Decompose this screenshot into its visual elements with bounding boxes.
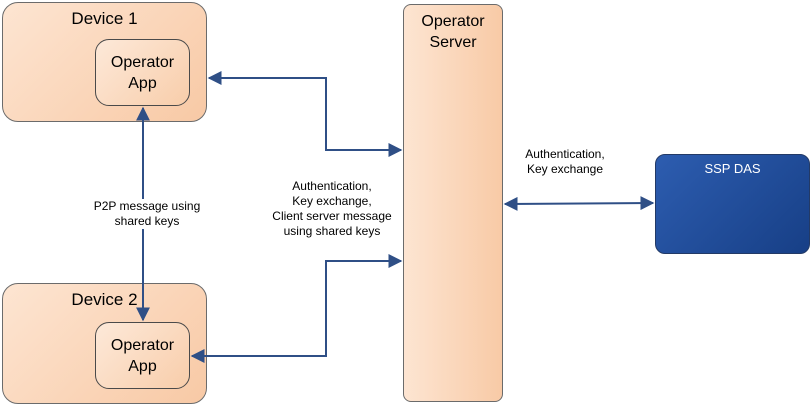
ssp-das-box: SSP DAS <box>655 154 810 254</box>
p2p-label-line-2: shared keys <box>114 214 180 228</box>
device-1-server-connector <box>207 71 403 157</box>
server-das-connector <box>503 196 655 211</box>
server-das-label-line-2: Key exchange <box>526 162 604 176</box>
client-server-label-line-3: Client server message <box>272 209 392 223</box>
server-label-line-2: Server <box>429 34 477 51</box>
client-server-label-line-4: using shared keys <box>283 224 381 238</box>
device-1-app-label-line-2: App <box>128 74 157 92</box>
server-das-edge-label: Authentication, Key exchange <box>510 147 620 177</box>
device-2-title: Device 2 <box>71 290 138 309</box>
device-1-app-label-line-1: Operator <box>110 53 175 71</box>
operator-server-box: Operator Server <box>403 4 503 402</box>
device-1-operator-app: Operator App <box>95 39 190 106</box>
device-1-title: Device 1 <box>71 9 138 28</box>
client-server-label-line-2: Key exchange, <box>292 194 372 208</box>
ssp-das-label: SSP DAS <box>704 161 761 176</box>
server-label-line-1: Operator <box>421 13 485 30</box>
device-2-app-label-line-2: App <box>128 357 157 375</box>
device-2-operator-app: Operator App <box>95 322 190 389</box>
p2p-label-line-1: P2P message using <box>93 199 201 213</box>
client-server-label-line-1: Authentication, <box>292 179 372 193</box>
server-das-label-line-1: Authentication, <box>525 147 605 161</box>
client-server-edge-label: Authentication, Key exchange, Client ser… <box>262 179 402 239</box>
device-2-app-label-line-1: Operator <box>110 336 175 354</box>
device-2-server-connector <box>190 254 403 363</box>
p2p-edge-label: P2P message using shared keys <box>82 199 212 229</box>
